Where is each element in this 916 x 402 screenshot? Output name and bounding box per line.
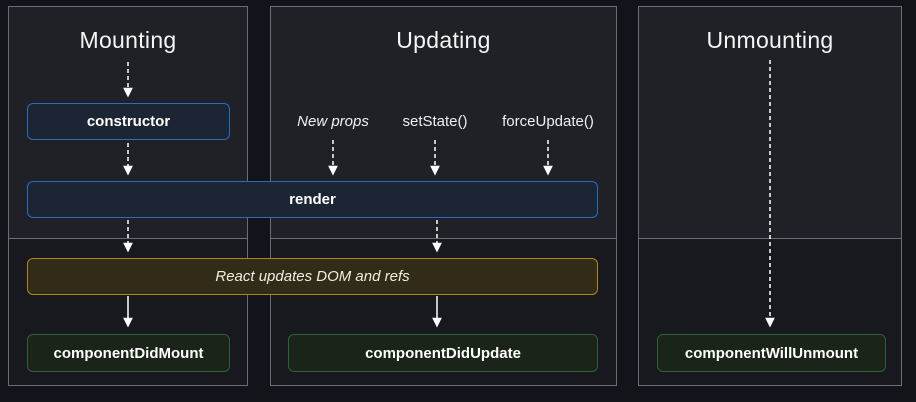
constructor-box[interactable]: constructor — [27, 103, 230, 140]
panel-unmounting: Unmounting — [638, 6, 902, 386]
component-will-unmount-box[interactable]: componentWillUnmount — [657, 334, 886, 372]
panel-title-unmounting: Unmounting — [706, 27, 834, 53]
trigger-set-state: setState() — [402, 113, 468, 130]
component-did-mount-box[interactable]: componentDidMount — [27, 334, 230, 372]
panel-title-mounting: Mounting — [79, 27, 177, 53]
component-did-update-box[interactable]: componentDidUpdate — [288, 334, 598, 372]
trigger-new-props: New props — [297, 113, 369, 130]
react-updates-dom-box: React updates DOM and refs — [27, 258, 598, 295]
panel-title-updating: Updating — [396, 27, 491, 53]
trigger-force-update: forceUpdate() — [502, 113, 594, 130]
render-box[interactable]: render — [27, 181, 598, 218]
